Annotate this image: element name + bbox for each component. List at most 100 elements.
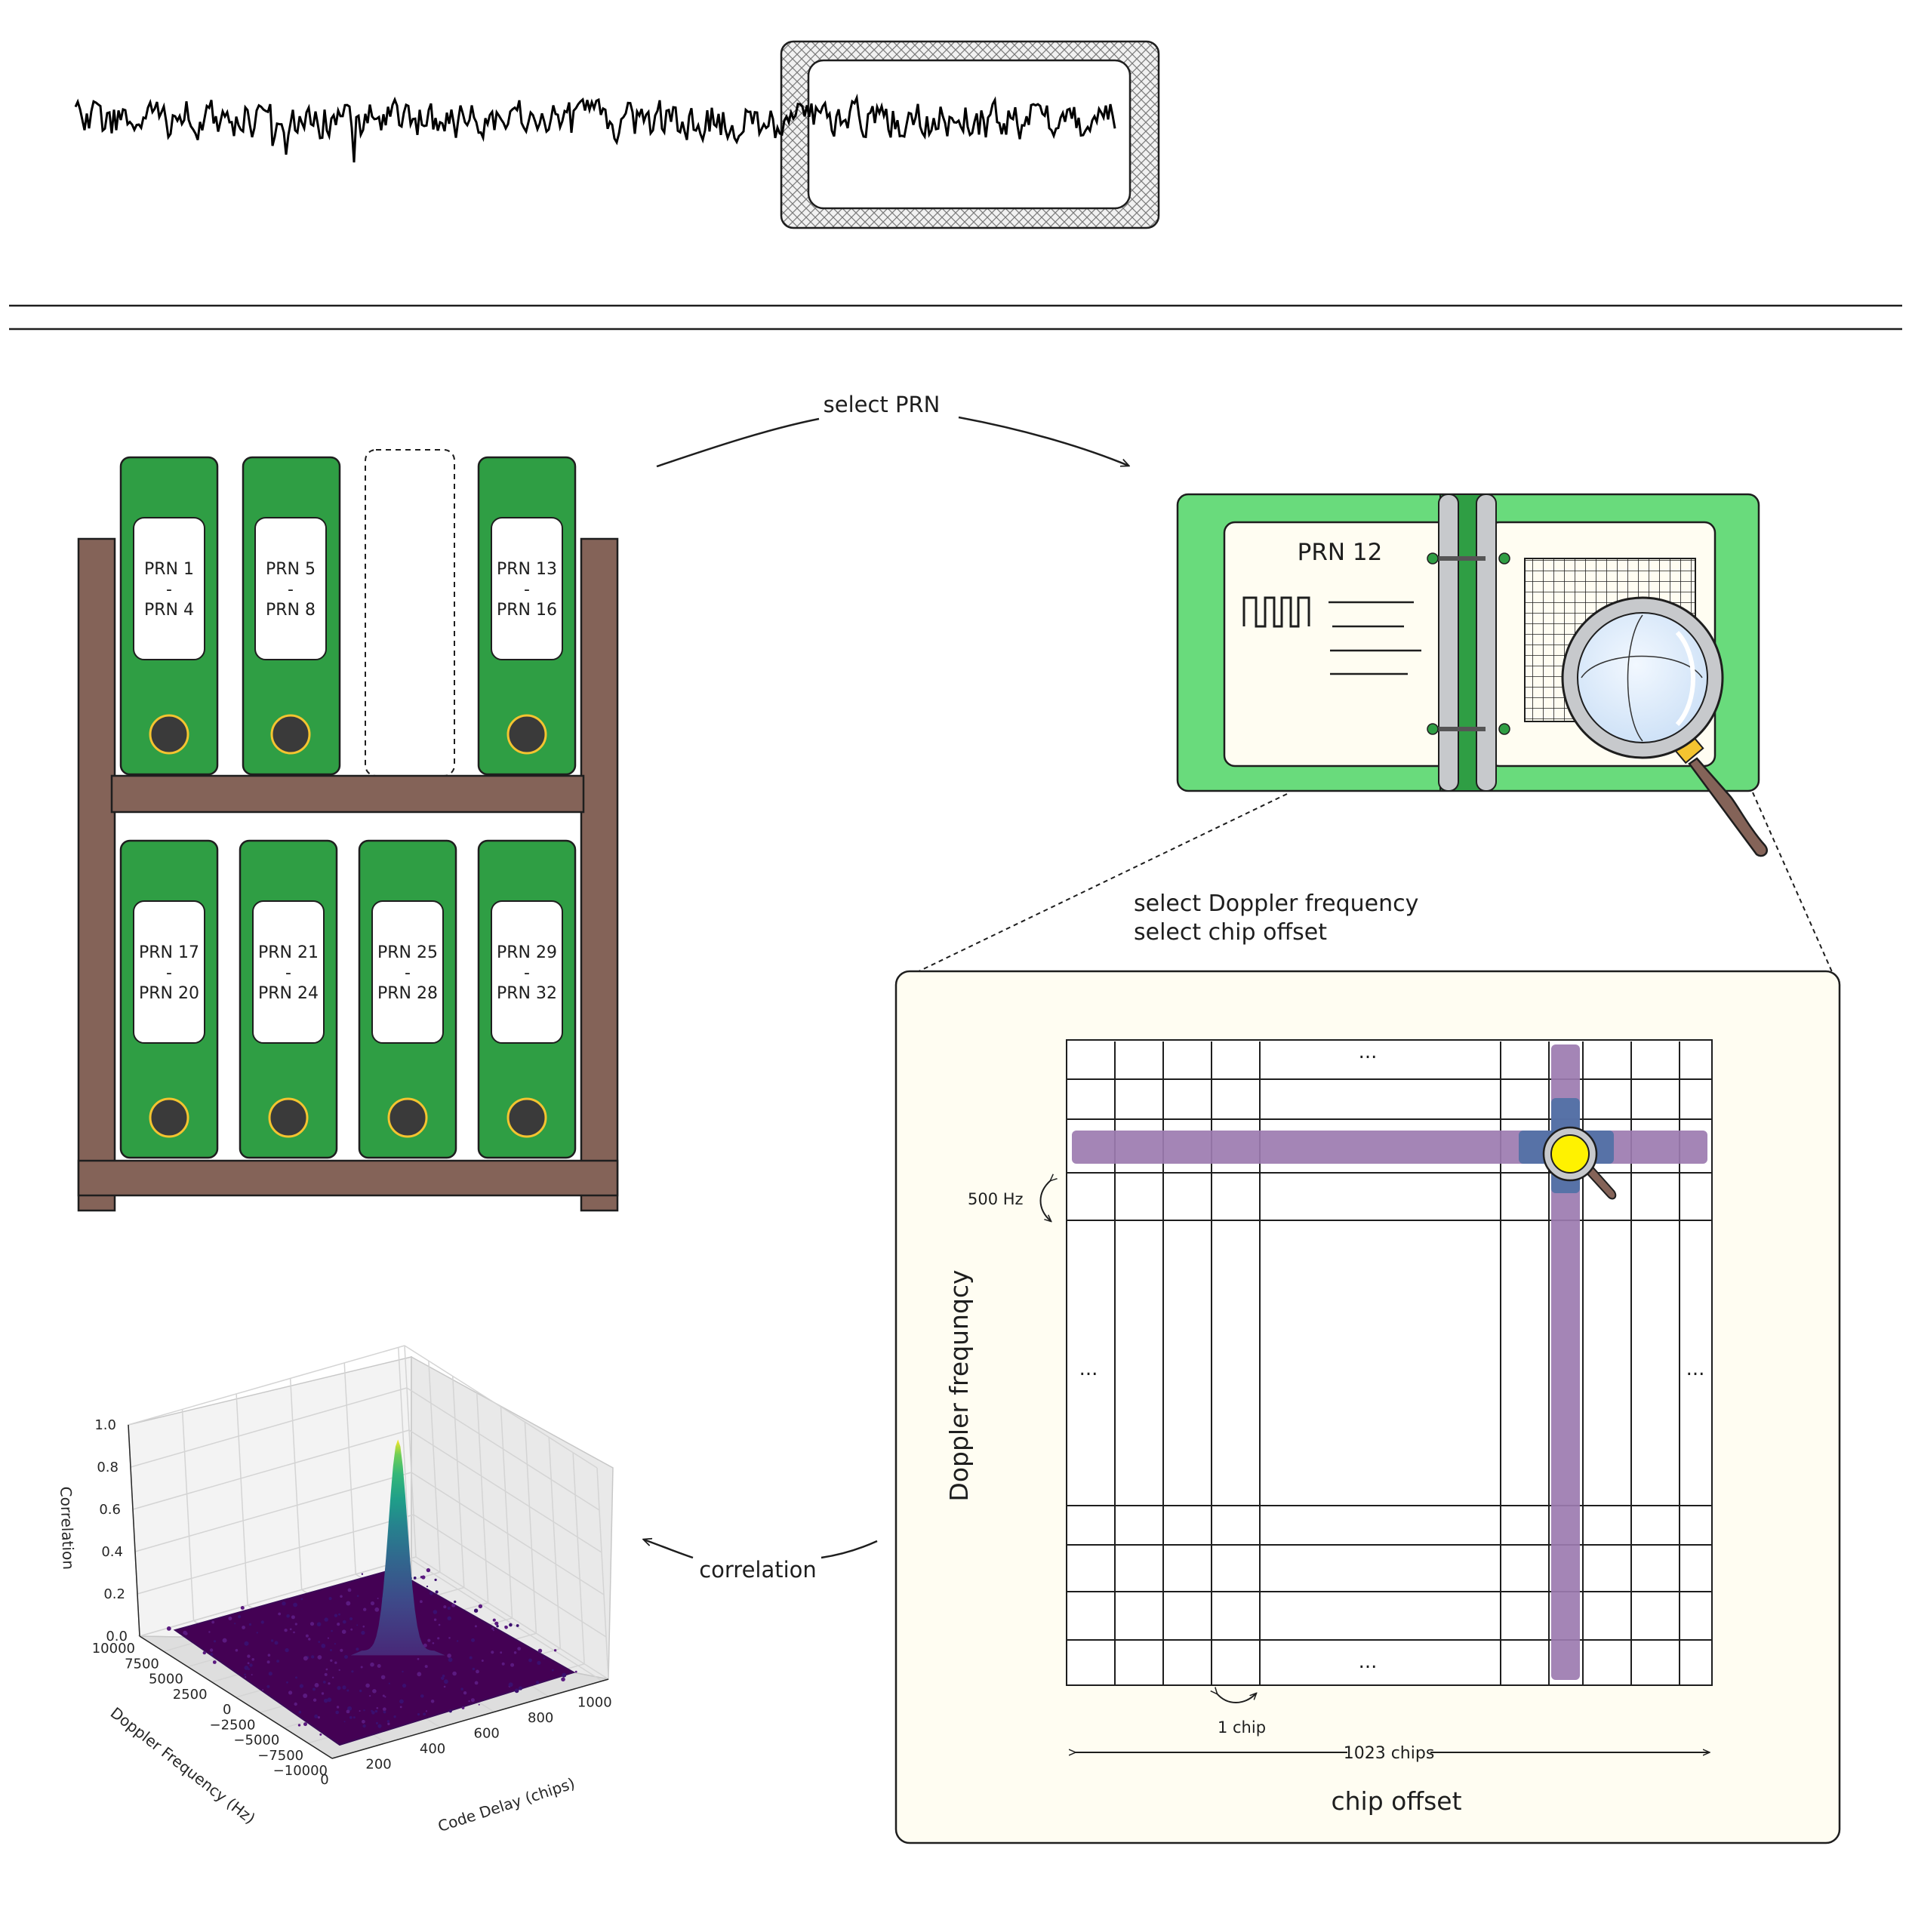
noise-speck [509, 1623, 513, 1627]
grid-line [130, 1387, 408, 1468]
noise-speck [369, 1695, 371, 1697]
noise-speck [260, 1620, 264, 1624]
ring-hole-right-bottom [1498, 723, 1510, 735]
noise-speck [247, 1662, 250, 1665]
ring-hole-left-bottom [1427, 723, 1439, 735]
z-axis-line [128, 1424, 140, 1637]
noise-speck [362, 1719, 365, 1724]
noise-speck [426, 1586, 429, 1588]
noise-speck [376, 1707, 379, 1709]
noise-speck [370, 1601, 375, 1606]
noise-speck [267, 1654, 271, 1657]
binder-ring-hole [270, 714, 311, 755]
noise-speck [388, 1682, 390, 1684]
noise-speck [448, 1657, 453, 1663]
noise-speck [444, 1679, 448, 1684]
binder-label-top: PRN 5 [266, 560, 316, 579]
noise-speck [210, 1653, 214, 1657]
noise-speck [433, 1610, 438, 1614]
grid-ellipsis-right: ... [1686, 1358, 1705, 1380]
noise-speck [266, 1660, 270, 1664]
noise-speck [286, 1681, 288, 1684]
binder-prn-13-16[interactable]: PRN 13 - PRN 16 [477, 456, 577, 776]
noise-speck [337, 1623, 340, 1626]
noise-speck [438, 1623, 441, 1626]
binder-label-bottom: PRN 4 [144, 601, 194, 620]
noise-speck [228, 1617, 232, 1620]
binder-prn-17-20[interactable]: PRN 17 - PRN 20 [119, 839, 219, 1159]
x-axis-line [331, 1678, 609, 1759]
binder-label-sep: - [524, 580, 530, 599]
binder-label-bottom: PRN 8 [266, 601, 316, 620]
noise-speck [251, 1674, 253, 1676]
noise-speck [356, 1624, 359, 1626]
noise-speck [451, 1603, 456, 1607]
binder-prn-29-32[interactable]: PRN 29 - PRN 32 [477, 839, 577, 1159]
noise-speck [309, 1622, 315, 1626]
chip-offset-axis-label: chip offset [1331, 1786, 1461, 1816]
binder-label-sep: - [288, 580, 294, 599]
noise-speck [327, 1637, 329, 1639]
noise-speck [334, 1661, 337, 1664]
binder-prn-5-8[interactable]: PRN 5 - PRN 8 [242, 456, 341, 776]
grid-line [452, 1376, 465, 1588]
binder-label-bottom: PRN 20 [139, 984, 199, 1003]
binder-prn-1-4[interactable]: PRN 1 - PRN 4 [119, 456, 219, 776]
noise-speck [266, 1684, 270, 1688]
noise-speck [202, 1651, 206, 1655]
noise-speck [420, 1694, 424, 1698]
tick-label: 1.0 [94, 1417, 116, 1433]
magnifier-icon [1561, 596, 1769, 857]
noise-speck [209, 1648, 214, 1652]
tick-label: 5000 [149, 1672, 183, 1687]
noise-speck [350, 1628, 353, 1631]
noise-speck [359, 1689, 362, 1693]
noise-speck [300, 1598, 303, 1601]
binder-prn-25-28[interactable]: PRN 25 - PRN 28 [358, 839, 457, 1159]
grid-line [181, 1409, 195, 1621]
correlation-label: correlation [699, 1557, 817, 1583]
binder-prn-21-24[interactable]: PRN 21 - PRN 24 [239, 839, 338, 1159]
grid-line [404, 1345, 417, 1558]
noise-speck [441, 1676, 445, 1680]
noise-speck [351, 1670, 354, 1673]
page-text-lines [1329, 601, 1421, 675]
noise-speck [244, 1673, 246, 1676]
noise-speck [293, 1602, 297, 1607]
noise-speck [240, 1606, 245, 1610]
noise-speck [342, 1685, 346, 1690]
binder-label-bottom: PRN 16 [497, 601, 557, 620]
noise-speck [374, 1709, 378, 1713]
noise-speck [294, 1702, 297, 1706]
grid-horizontal-lines [1067, 1078, 1712, 1641]
ring-hole-right-top [1498, 552, 1510, 565]
noise-speck [288, 1690, 293, 1695]
noise-speck [476, 1669, 479, 1674]
noise-speck [248, 1668, 250, 1671]
binder-label-sep: - [166, 580, 172, 599]
tick-label: 2500 [173, 1687, 208, 1703]
grid-line [139, 1556, 417, 1637]
noise-speck [435, 1590, 439, 1594]
tick-label: 0 [223, 1702, 231, 1718]
zoom-line-right [1752, 792, 1833, 974]
noise-speck [448, 1709, 452, 1713]
noise-speck [536, 1681, 540, 1684]
noise-speck [324, 1672, 328, 1676]
noise-speck [336, 1706, 340, 1709]
tick-label: 600 [474, 1725, 500, 1741]
doppler-step-arrow [1039, 1180, 1051, 1221]
grid-line [476, 1391, 489, 1603]
noise-speck [423, 1643, 427, 1647]
noise-speck [208, 1631, 211, 1633]
noise-speck [443, 1605, 447, 1609]
noise-speck [377, 1724, 382, 1728]
noise-speck [319, 1733, 322, 1736]
binder-label-top: PRN 1 [144, 560, 194, 579]
tick-label: 1000 [577, 1694, 612, 1710]
noise-speck [321, 1692, 325, 1695]
tick-label: 0.8 [97, 1460, 119, 1475]
noise-speck [537, 1660, 541, 1665]
noise-speck [478, 1703, 480, 1706]
